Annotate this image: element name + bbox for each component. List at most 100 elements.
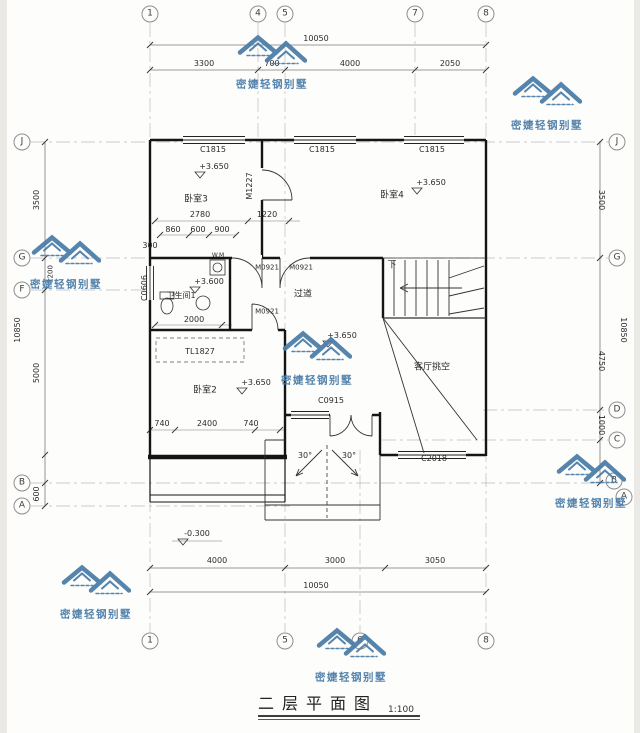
watermark-text: 密婕轻钢别墅 <box>555 497 627 510</box>
watermark-text: 密婕轻钢别墅 <box>236 78 308 91</box>
page-edge-left <box>0 0 7 733</box>
roof-logo-icon <box>316 627 387 658</box>
plan-label: 2050 <box>439 59 461 68</box>
plan-label: 卫生间1 <box>166 291 196 300</box>
grid-bubble-A: A <box>615 488 633 506</box>
plan-label: M0921 <box>255 263 279 272</box>
plan-label: M0921 <box>289 263 313 272</box>
porch <box>264 439 381 521</box>
plan-label: 2000 <box>183 315 205 324</box>
grid-bubble-4: 4 <box>249 5 267 23</box>
doors <box>231 169 373 437</box>
grid-bubble-C: C <box>608 431 626 449</box>
title-underline <box>258 715 420 720</box>
plan-label: +3.650 <box>327 331 357 340</box>
plan-label: 740 <box>154 419 170 428</box>
plan-label: 740 <box>243 419 259 428</box>
plan-label: 3300 <box>193 59 215 68</box>
plan-label: -0.300 <box>184 529 210 538</box>
windows <box>145 135 466 460</box>
grid-bubble-5: 5 <box>276 632 294 650</box>
plan-label: 900 <box>214 225 230 234</box>
plan-label: 4000 <box>206 556 228 565</box>
page-edge-right <box>634 0 640 733</box>
grid-bubble-G: G <box>13 249 31 267</box>
plan-label: 30° <box>341 451 357 460</box>
grid-bubble-1: 1 <box>141 5 159 23</box>
dimension-lines <box>44 44 601 593</box>
watermark: 密婕轻钢别墅 <box>306 626 396 685</box>
plan-label: +3.650 <box>416 178 446 187</box>
watermark-text: 密婕轻钢别墅 <box>281 374 353 387</box>
watermark-text: 密婕轻钢别墅 <box>315 671 387 684</box>
watermark: 密婕轻钢别墅 <box>546 452 636 511</box>
plan-label: 1220 <box>256 210 278 219</box>
grid-bubble-1: 1 <box>141 632 159 650</box>
plan-label: M0921 <box>255 307 279 316</box>
plan-label: 300 <box>142 241 158 250</box>
plan-label: 2400 <box>196 419 218 428</box>
plan-label: +3.650 <box>241 378 271 387</box>
grid-bubble-B: B <box>13 474 31 492</box>
plan-label: 过道 <box>293 289 313 300</box>
grid-bubble-8: 8 <box>477 5 495 23</box>
roof-logo-icon <box>556 453 627 484</box>
plan-label: C0915 <box>318 396 344 405</box>
plan-label: 4000 <box>339 59 361 68</box>
watermark-text: 密婕轻钢别墅 <box>511 119 583 132</box>
balcony <box>148 454 287 503</box>
grid-bubble-D: D <box>608 401 626 419</box>
plan-label: +3.650 <box>199 162 229 171</box>
grid-bubble-J: J <box>608 133 626 151</box>
watermark-text: 密婕轻钢别墅 <box>30 278 102 291</box>
roof-logo-icon <box>31 234 102 265</box>
plan-label: 3000 <box>324 556 346 565</box>
plan-label: 卧室2 <box>193 385 217 396</box>
plan-label: 卧室3 <box>184 194 208 205</box>
plan-label: W.M <box>211 252 225 259</box>
plan-label: 10050 <box>303 581 329 590</box>
plan-label: 30° <box>297 451 313 460</box>
drawing-scale: 1:100 <box>388 705 414 715</box>
plan-label: TL1827 <box>185 347 215 356</box>
plan-label: 客厅挑空 <box>413 362 451 373</box>
roof-logo-icon <box>61 564 132 595</box>
void-diagonals <box>382 317 478 454</box>
watermark: 密婕轻钢别墅 <box>21 233 111 292</box>
stairs <box>383 257 486 319</box>
plan-label: 下 <box>387 260 397 271</box>
roof-logo-icon <box>237 34 308 65</box>
plan-label: C1815 <box>419 145 445 154</box>
watermark: 密婕轻钢别墅 <box>227 33 317 92</box>
grid-bubble-7: 7 <box>406 5 424 23</box>
drawing-title: 二层平面图 <box>257 694 379 713</box>
plan-label: 10050 <box>303 34 329 43</box>
grid-bubble-8: 8 <box>477 632 495 650</box>
grid-bubble-F: F <box>13 281 31 299</box>
lintel-box <box>155 337 245 363</box>
grid-bubble-J: J <box>13 133 31 151</box>
watermark: 密婕轻钢别墅 <box>272 329 362 388</box>
roof-logo-icon <box>512 75 583 106</box>
plan-label: 卧室4 <box>380 190 404 201</box>
plan-label: +3.600 <box>194 277 224 286</box>
grid-bubble-5: 5 <box>276 5 294 23</box>
door-gaps <box>232 255 310 261</box>
plan-label: C1815 <box>309 145 335 154</box>
plan-label: 3050 <box>424 556 446 565</box>
watermark: 密婕轻钢别墅 <box>51 563 141 622</box>
plan-label: C2018 <box>421 454 447 463</box>
dimension-ticks <box>41 41 604 596</box>
plan-label: 2780 <box>189 210 211 219</box>
watermark: 密婕轻钢别墅 <box>502 74 592 133</box>
plan-label: 860 <box>165 225 181 234</box>
bathroom-fixtures <box>159 259 226 315</box>
grid-bubble-G: G <box>608 249 626 267</box>
watermark-text: 密婕轻钢别墅 <box>60 608 132 621</box>
plan-label: C1815 <box>200 145 226 154</box>
